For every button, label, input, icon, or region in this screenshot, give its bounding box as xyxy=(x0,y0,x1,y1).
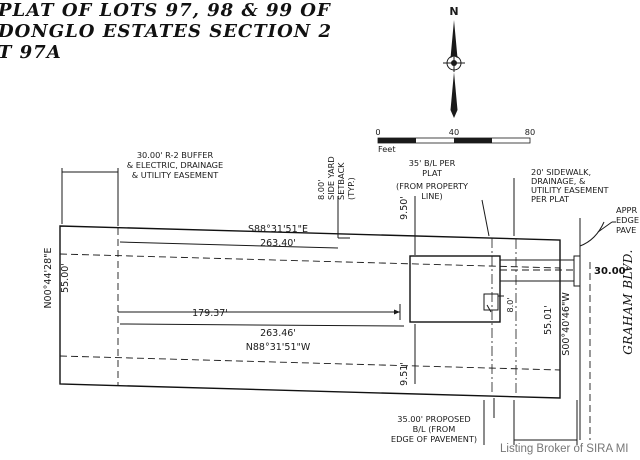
sidewalk-line-4: PER PLAT xyxy=(531,194,570,204)
dimension-labels: S88°31'51"E 263.40' 179.37' 263.46' N88°… xyxy=(43,196,629,386)
side-yard-line-4: (TYP.) xyxy=(346,177,356,200)
north-arrow-icon: N xyxy=(443,5,465,118)
bottom-offset-label: 9.51' xyxy=(399,362,410,386)
south-length-label: 263.46' xyxy=(260,328,296,339)
scale-tick-80: 80 xyxy=(525,127,535,137)
sidewalk-line-1: 20' SIDEWALK, xyxy=(531,167,591,177)
bl-note-line-4: LINE) xyxy=(421,191,442,201)
bl-per-plat-note: 35' B/L PER PLAT (FROM PROPERTY LINE) xyxy=(396,158,469,201)
buffer-note-line-1: 30.00' R-2 BUFFER xyxy=(137,150,214,160)
road-name: GRAHAM BLVD. xyxy=(621,249,635,355)
bl-note-line-3: (FROM PROPERTY xyxy=(396,181,469,191)
sidewalk-line-2: DRAINAGE, & xyxy=(531,176,586,186)
north-letter: N xyxy=(449,5,458,18)
title-line-2: DONGLO ESTATES SECTION 2 xyxy=(0,21,332,42)
side-yard-line-3: SETBACK xyxy=(336,162,346,200)
sidewalk-note: 20' SIDEWALK, DRAINAGE, & UTILITY EASEME… xyxy=(531,167,609,204)
scale-unit: Feet xyxy=(378,144,396,154)
proposed-bl-line-1: 35.00' PROPOSED xyxy=(397,414,470,424)
listing-watermark: Listing Broker of SIRA MI xyxy=(500,443,628,455)
title-line-3: T 97A xyxy=(0,42,62,63)
south-bearing-label: N88°31'51"W xyxy=(246,342,311,353)
top-offset-label: 9.50' xyxy=(399,196,410,220)
proposed-building xyxy=(409,255,504,323)
proposed-bl-line-3: EDGE OF PAVEMENT) xyxy=(391,434,477,444)
north-bearing-label: S88°31'51"E xyxy=(248,224,308,235)
west-length-label: 55.00' xyxy=(60,263,71,293)
side-yard-line-2: SIDE YARD xyxy=(326,156,336,200)
driveway xyxy=(500,255,581,287)
setback-depth-label: 179.37' xyxy=(192,308,228,319)
bl-note-line-2: PLAT xyxy=(422,168,443,178)
east-length-label: 55.01' xyxy=(543,305,554,335)
plat-title: PLAT OF LOTS 97, 98 & 99 OF DONGLO ESTAT… xyxy=(0,0,332,63)
title-line-1: PLAT OF LOTS 97, 98 & 99 OF xyxy=(0,0,331,21)
east-bearing-label: S00°40'46"W xyxy=(561,292,572,356)
north-length-label: 263.40' xyxy=(260,238,296,249)
proposed-bl-line-2: B/L (FROM xyxy=(413,424,456,434)
buffer-note-line-2: & ELECTRIC, DRAINAGE xyxy=(127,160,223,170)
scale-tick-40: 40 xyxy=(449,127,459,137)
pavement-line-3: PAVE xyxy=(616,225,636,235)
pavement-line-2: EDGE xyxy=(616,215,639,225)
pavement-line-1: APPR xyxy=(616,205,637,215)
sidewalk-line-3: UTILITY EASEMENT xyxy=(531,185,609,195)
pavement-note: APPR EDGE PAVE xyxy=(616,205,639,235)
dimension-lines xyxy=(61,168,616,445)
side-yard-note: 8.00' SIDE YARD SETBACK (TYP.) xyxy=(316,156,356,200)
scale-bar: 0 40 80 Feet xyxy=(375,127,535,154)
west-bearing-label: N00°44'28"E xyxy=(43,247,54,308)
frontage-label: 30.00' xyxy=(594,266,629,277)
side-yard-line-1: 8.00' xyxy=(316,180,326,200)
buffer-note-line-3: & UTILITY EASEMENT xyxy=(132,170,219,180)
bl-note-line-1: 35' B/L PER xyxy=(409,158,456,168)
lot-boundary xyxy=(59,225,561,399)
scale-tick-0: 0 xyxy=(375,127,380,137)
proposed-bl-note: 35.00' PROPOSED B/L (FROM EDGE OF PAVEME… xyxy=(391,414,477,444)
buffer-note: 30.00' R-2 BUFFER & ELECTRIC, DRAINAGE &… xyxy=(127,150,223,180)
small-offset-label: 8.0' xyxy=(505,297,515,312)
pavement-edge xyxy=(579,218,605,440)
